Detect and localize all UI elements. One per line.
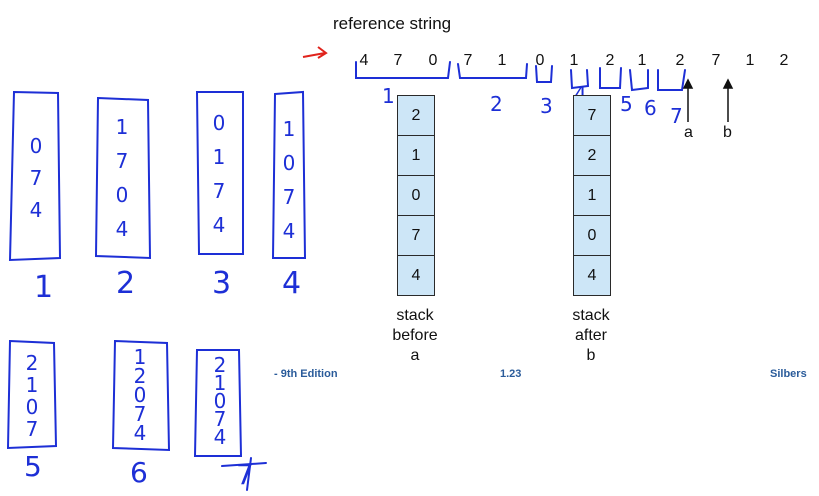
reference-item: 0	[535, 52, 545, 69]
footer-edition: - 9th Edition	[274, 368, 338, 380]
sketch-label: 2	[116, 266, 136, 301]
sketch-digit: 0	[282, 151, 296, 175]
sketch-label: 4	[282, 266, 302, 301]
red-arrow-icon	[302, 46, 328, 59]
sketch-boxes	[6, 90, 307, 491]
stack-cell: 1	[398, 136, 434, 176]
stack-after: 7 2 1 0 4	[573, 95, 611, 296]
caption-line: before	[392, 327, 438, 344]
group-label: 6	[644, 96, 657, 120]
stack-cell: 2	[574, 136, 610, 176]
sketch-label: 3	[212, 266, 232, 301]
stack-after-caption: stack after b	[551, 306, 631, 366]
sketch-stack-6: 1 2 0 7 4	[128, 345, 152, 445]
caption-line: stack	[572, 307, 610, 324]
sketch-digit: 2	[213, 353, 227, 377]
stack-cell: 0	[574, 216, 610, 256]
sketch-digit: 7	[213, 407, 227, 431]
reference-item: 1	[497, 52, 507, 69]
reference-item: 2	[779, 52, 789, 69]
reference-item: 7	[711, 52, 721, 69]
stack-cell: 7	[574, 96, 610, 136]
reference-item: 1	[637, 52, 647, 69]
sketch-digit: 7	[29, 166, 43, 190]
sketch-digit: 1	[213, 371, 227, 395]
sketch-digit: 7	[282, 185, 296, 209]
group-label: 1	[382, 84, 395, 108]
stack-before-caption: stack before a	[375, 306, 455, 366]
sketch-digit: 0	[25, 395, 39, 419]
sketch-digit: 1	[25, 373, 39, 397]
sketch-digit: 4	[115, 217, 129, 241]
sketch-digit: 1	[212, 145, 226, 169]
sketch-digit: 7	[25, 417, 39, 441]
group-label: 2	[490, 92, 503, 116]
reference-item: 2	[675, 52, 685, 69]
caption-line: a	[410, 347, 420, 364]
sketch-digit: 0	[133, 383, 147, 407]
reference-item: 1	[745, 52, 755, 69]
sketch-digit: 7	[133, 402, 147, 426]
reference-item: 2	[605, 52, 615, 69]
reference-item: 7	[463, 52, 473, 69]
group-label: 5	[620, 92, 633, 116]
caption-line: stack	[396, 307, 434, 324]
stack-cell: 4	[587, 266, 597, 284]
stack-cell: 1	[574, 176, 610, 216]
sketch-digit: 4	[212, 213, 226, 237]
pointer-label-b: b	[723, 124, 732, 141]
sketch-label: 5	[24, 450, 42, 483]
pointer-arrows	[682, 78, 734, 122]
sketch-stack-4: 1 0 7 4	[277, 112, 301, 248]
stack-cell: 2	[398, 96, 434, 136]
reference-brackets	[355, 61, 686, 92]
footer-author: Silbers	[770, 368, 807, 380]
group-label: 7	[670, 104, 683, 128]
sketch-digit: 2	[133, 364, 147, 388]
sketch-stack-1: 0 7 4	[24, 130, 48, 226]
caption-line: after	[574, 327, 607, 344]
sketch-stack-2: 1 7 0 4	[110, 110, 134, 246]
sketch-digit: 1	[115, 115, 129, 139]
sketch-digit: 4	[133, 421, 147, 445]
stack-cell: 7	[398, 216, 434, 256]
sketch-label: 1	[34, 270, 54, 305]
sketch-digit: 1	[282, 117, 296, 141]
footer-page-number: 1.23	[500, 368, 522, 380]
sketch-digit: 0	[212, 111, 226, 135]
sketch-digit: 4	[282, 219, 296, 243]
stack-cell: 0	[398, 176, 434, 216]
sketch-digit: 4	[213, 425, 227, 449]
sketch-label: 6	[130, 456, 148, 489]
caption-line: b	[586, 347, 596, 364]
reference-item: 1	[569, 52, 579, 69]
reference-string-title: reference string	[333, 14, 452, 33]
sketch-digit: 7	[212, 179, 226, 203]
reference-item: 7	[393, 52, 403, 69]
sketch-digit: 0	[213, 389, 227, 413]
sketch-digit: 4	[29, 198, 43, 222]
stack-before: 2 1 0 7 4	[397, 95, 435, 296]
sketch-digit: 0	[115, 183, 129, 207]
sketch-digit: 1	[133, 345, 147, 369]
sketch-label: 7	[236, 458, 254, 491]
sketch-stack-7: 2 1 0 7 4	[208, 353, 232, 449]
sketch-digit: 0	[29, 134, 43, 158]
sketch-digit: 7	[115, 149, 129, 173]
sketch-digit: 2	[25, 351, 39, 375]
stack-cell: 4	[411, 266, 421, 284]
group-label: 3	[540, 94, 553, 118]
sketch-stack-3: 0 1 7 4	[207, 106, 231, 242]
pointer-label-a: a	[684, 124, 693, 141]
reference-item: 4	[359, 52, 369, 69]
reference-item: 0	[428, 52, 438, 69]
sketch-stack-5: 2 1 0 7	[20, 352, 44, 440]
